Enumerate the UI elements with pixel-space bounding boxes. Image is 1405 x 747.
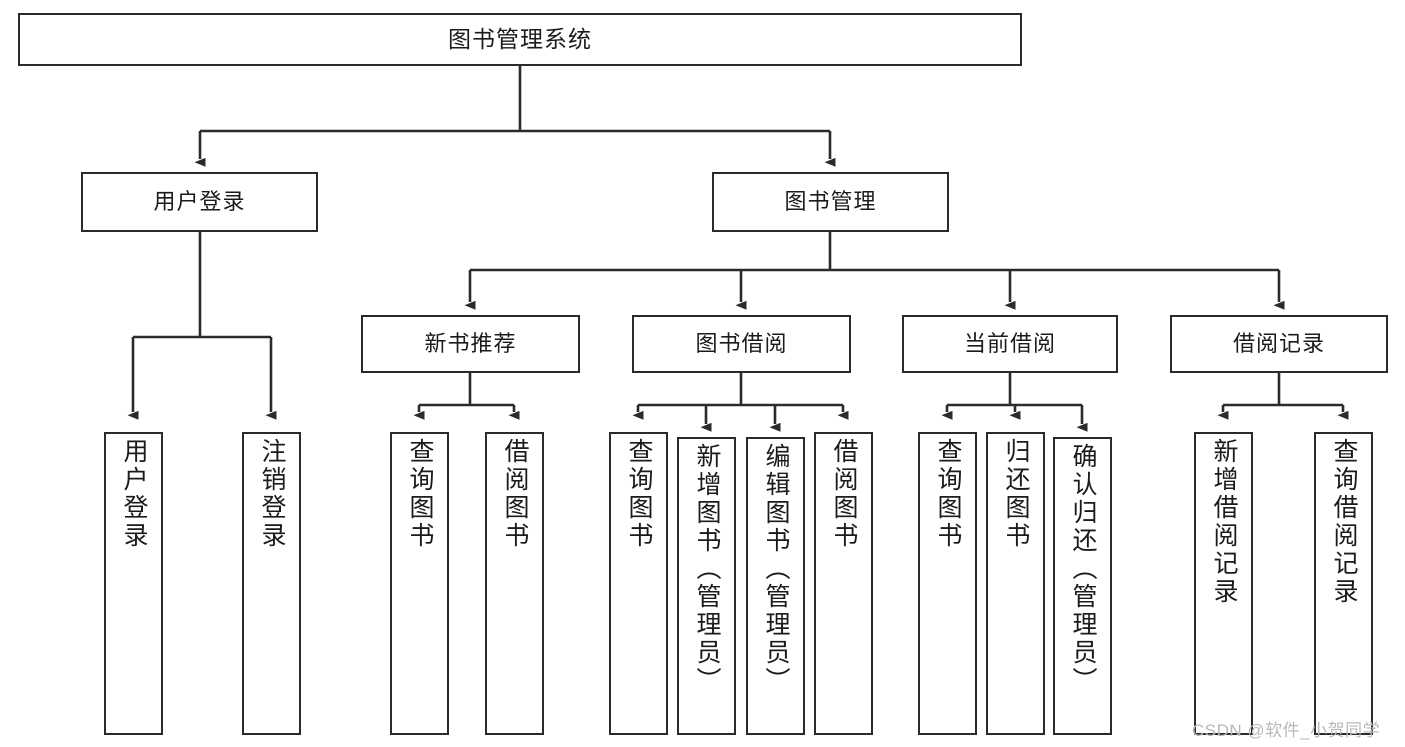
node-leaf-return-book-label: 归还图书 (1002, 438, 1030, 550)
node-leaf-borrow-book-2-label: 借阅图书 (830, 438, 858, 550)
node-leaf-user-login-label: 用户登录 (120, 438, 148, 550)
node-book-manage-label: 图书管理 (784, 189, 877, 215)
node-leaf-edit-book-label: 编辑图书（管理员） (762, 443, 790, 695)
node-current-borrow-label: 当前借阅 (963, 331, 1056, 357)
node-leaf-query-book-2[interactable]: 查询图书 (609, 432, 668, 735)
node-leaf-add-record-label: 新增借阅记录 (1210, 438, 1238, 606)
node-book-manage[interactable]: 图书管理 (712, 172, 949, 232)
node-root-label: 图书管理系统 (448, 25, 592, 52)
node-new-book-rec-label: 新书推荐 (424, 331, 517, 357)
node-leaf-borrow-book-2[interactable]: 借阅图书 (814, 432, 873, 735)
node-leaf-borrow-book-1-label: 借阅图书 (501, 438, 529, 550)
node-leaf-return-book[interactable]: 归还图书 (986, 432, 1045, 735)
node-new-book-rec[interactable]: 新书推荐 (361, 315, 580, 373)
node-leaf-query-record[interactable]: 查询借阅记录 (1314, 432, 1373, 735)
node-leaf-borrow-book-1[interactable]: 借阅图书 (485, 432, 544, 735)
node-leaf-query-book-3[interactable]: 查询图书 (918, 432, 977, 735)
node-user-login-label: 用户登录 (153, 189, 246, 215)
node-leaf-add-book-label: 新增图书（管理员） (693, 443, 721, 695)
node-leaf-confirm-return[interactable]: 确认归还（管理员） (1053, 437, 1112, 735)
node-leaf-query-book-1-label: 查询图书 (406, 438, 434, 550)
node-root[interactable]: 图书管理系统 (18, 13, 1022, 66)
node-book-borrow[interactable]: 图书借阅 (632, 315, 851, 373)
node-leaf-edit-book[interactable]: 编辑图书（管理员） (746, 437, 805, 735)
node-leaf-query-book-2-label: 查询图书 (625, 438, 653, 550)
node-leaf-query-record-label: 查询借阅记录 (1330, 438, 1358, 606)
node-leaf-add-book[interactable]: 新增图书（管理员） (677, 437, 736, 735)
node-book-borrow-label: 图书借阅 (695, 331, 788, 357)
node-leaf-confirm-return-label: 确认归还（管理员） (1069, 443, 1097, 695)
node-leaf-logout[interactable]: 注销登录 (242, 432, 301, 735)
node-leaf-add-record[interactable]: 新增借阅记录 (1194, 432, 1253, 735)
node-borrow-record[interactable]: 借阅记录 (1170, 315, 1388, 373)
node-leaf-user-login[interactable]: 用户登录 (104, 432, 163, 735)
node-leaf-query-book-3-label: 查询图书 (934, 438, 962, 550)
node-user-login[interactable]: 用户登录 (81, 172, 318, 232)
node-leaf-logout-label: 注销登录 (258, 438, 286, 550)
node-current-borrow[interactable]: 当前借阅 (902, 315, 1118, 373)
node-leaf-query-book-1[interactable]: 查询图书 (390, 432, 449, 735)
watermark-text: CSDN @软件_小贺同学 (1192, 721, 1381, 740)
node-borrow-record-label: 借阅记录 (1232, 331, 1325, 357)
